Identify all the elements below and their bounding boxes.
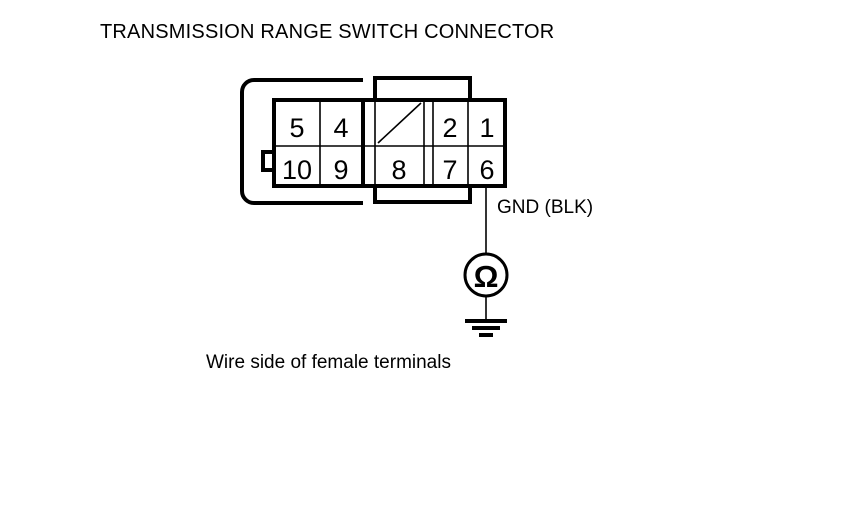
connector-center-block <box>373 76 472 204</box>
terminal-number-2: 2 <box>442 113 457 143</box>
terminal-number-10: 10 <box>282 155 312 185</box>
blocked-cavity-slash <box>377 102 422 144</box>
terminal-number-8: 8 <box>391 155 406 185</box>
figure-caption: Wire side of female terminals <box>206 352 451 373</box>
connector-latch-notch <box>261 150 274 172</box>
terminal-grid-background <box>274 100 505 186</box>
terminal-number-4: 4 <box>333 113 348 143</box>
connector-housing-left <box>240 78 363 205</box>
ohm-symbol: Ω <box>474 259 499 294</box>
terminal-number-9: 9 <box>333 155 348 185</box>
terminal-number-1: 1 <box>479 113 494 143</box>
ground-wire-label: GND (BLK) <box>497 197 594 218</box>
terminal-grid-border <box>272 98 507 188</box>
figure-title: TRANSMISSION RANGE SWITCH CONNECTOR <box>100 21 555 43</box>
terminal-number-6: 6 <box>479 155 494 185</box>
terminal-number-5: 5 <box>289 113 304 143</box>
terminal-number-7: 7 <box>442 155 457 185</box>
